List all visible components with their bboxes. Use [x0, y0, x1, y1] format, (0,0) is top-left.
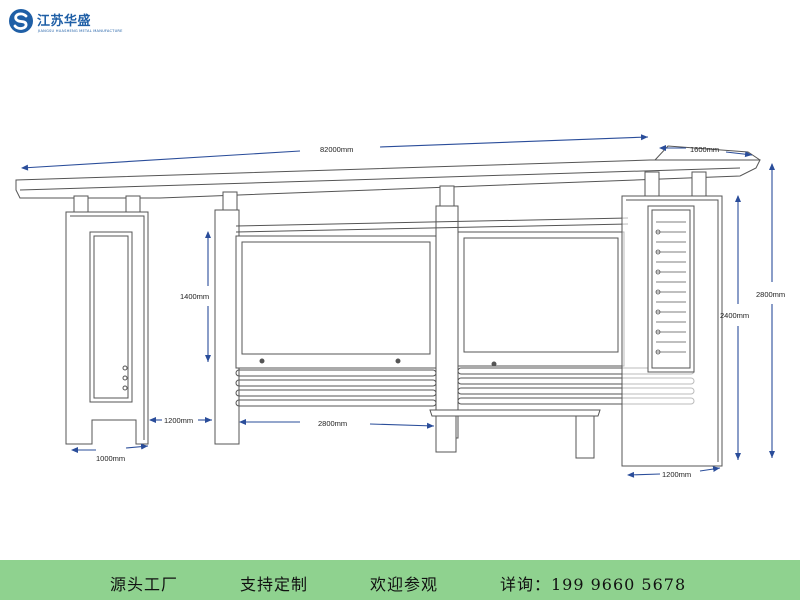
roof-end-cap: [654, 145, 761, 161]
dim-label-bench: 2800mm: [318, 419, 347, 428]
dim-line-total-length: [21, 150, 301, 171]
roof-post: [125, 195, 141, 213]
dim-line-total-length: [379, 134, 649, 148]
dim-line-right-width: [699, 466, 721, 473]
brand-name: 江苏华盛: [37, 14, 92, 29]
dim-label-roof-overhang: 1600mm: [690, 145, 719, 154]
brand-subtitle: JIANGSU HUASHENG METAL MANUFACTURE: [38, 29, 123, 33]
footer-source-factory: 源头工厂: [110, 575, 179, 594]
left-ad-column: [65, 211, 149, 445]
dim-line-roof-overhang: [725, 151, 753, 158]
dim-line-bench: [369, 422, 435, 429]
dim-line-right-width: [627, 471, 661, 478]
dim-label-column-width: 1000mm: [96, 454, 125, 463]
roof-post: [73, 195, 89, 213]
dim-label-total-height: 2800mm: [756, 290, 785, 299]
footer-contact-phone: 详询：199 9660 5678: [500, 575, 687, 594]
roof-post: [691, 171, 707, 197]
footer-welcome-visit: 欢迎参观: [370, 575, 439, 594]
footer-custom-support: 支持定制: [240, 575, 309, 594]
brand-logo-icon: [9, 9, 33, 33]
bench: [429, 409, 601, 459]
dim-line-column-width: [125, 443, 149, 450]
dim-label-gap: 1200mm: [164, 416, 193, 425]
frame-top-rail: [235, 217, 629, 227]
roof-post: [222, 191, 238, 213]
shelter-post: [435, 205, 459, 439]
footer-banner: 源头工厂 支持定制 欢迎参观 详询：199 9660 5678: [0, 560, 800, 600]
bus-shelter-drawing: 82000mm 1600mm 2800mm 2400mm 1400mm 2800…: [15, 134, 785, 479]
brand-logo: 江苏华盛 JIANGSU HUASHENG METAL MANUFACTURE: [8, 6, 138, 40]
dim-label-total-length: 82000mm: [320, 145, 353, 154]
dim-label-right-width: 1200mm: [662, 470, 691, 479]
dim-label-side-column: 2400mm: [720, 311, 749, 320]
roof-post: [439, 185, 455, 207]
poster-panel-left: [235, 235, 437, 369]
shelter-post: [214, 209, 240, 445]
poster-panel-right: [457, 231, 625, 367]
right-column: [621, 195, 723, 467]
roof-edge-line: [19, 167, 741, 191]
dim-label-poster-height: 1400mm: [180, 292, 209, 301]
roof-post: [644, 171, 660, 197]
